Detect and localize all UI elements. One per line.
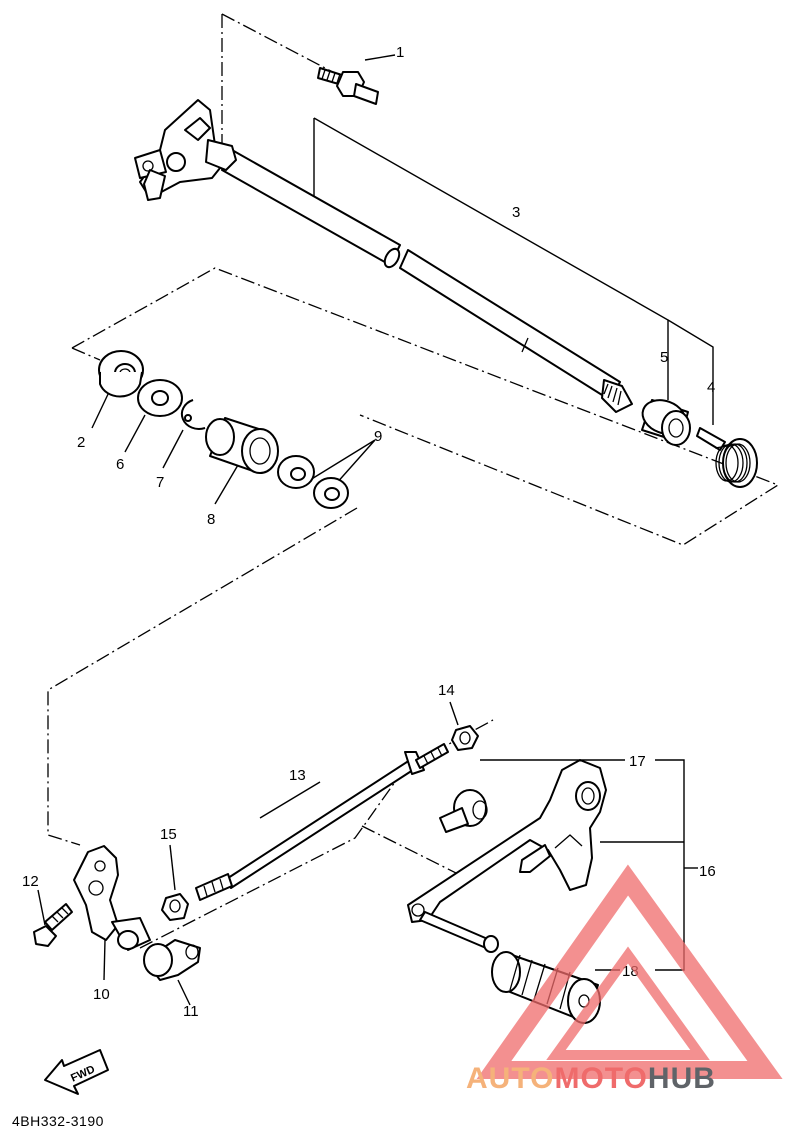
part-number-labels: 1 2 3 4 5 6 7 8 9 10 11 12 13 14 15 16 1… xyxy=(22,44,716,1020)
watermark-auto: AUTO xyxy=(466,1062,554,1095)
shift-shaft-part xyxy=(134,99,633,413)
shift-rod-part xyxy=(195,743,449,901)
torsion-spring-part xyxy=(696,427,758,488)
part-number-1: 1 xyxy=(396,44,404,61)
part-number-15: 15 xyxy=(160,826,177,843)
circlip-part xyxy=(180,399,206,430)
watermark-text: AUTOMOTOHUB xyxy=(466,1062,716,1095)
diagram-code: 4BH332-3190 xyxy=(12,1113,104,1129)
shift-pedal-part xyxy=(407,759,607,953)
collar-part xyxy=(641,399,691,446)
watermark-hub: HUB xyxy=(648,1062,716,1095)
watermark-moto: MOTO xyxy=(554,1062,647,1095)
part-number-3: 3 xyxy=(512,204,520,221)
part-number-6: 6 xyxy=(116,456,124,473)
locknut-part xyxy=(451,725,479,751)
stud-bolt-part xyxy=(317,67,379,105)
rod-joint-part xyxy=(117,930,201,981)
part-number-10: 10 xyxy=(93,986,110,1003)
part-number-2: 2 xyxy=(77,434,85,451)
watermark-triangle-icon xyxy=(476,864,783,1079)
pivot-bolt-part xyxy=(439,789,488,833)
part-number-11: 11 xyxy=(183,1003,199,1020)
part-number-7: 7 xyxy=(156,474,164,491)
part-number-17: 17 xyxy=(629,753,646,770)
washer-part xyxy=(137,379,183,417)
watermark-logo: AUTOMOTOHUB xyxy=(466,864,783,1095)
part-number-13: 13 xyxy=(289,767,306,784)
part-number-8: 8 xyxy=(207,511,215,528)
assembly-outline-lines xyxy=(47,13,780,949)
part-number-4: 4 xyxy=(707,379,715,396)
part-number-16: 16 xyxy=(699,863,716,880)
part-number-12: 12 xyxy=(22,873,39,890)
bolt-part xyxy=(33,903,73,947)
part-number-14: 14 xyxy=(438,682,455,699)
part-number-9: 9 xyxy=(374,428,382,445)
leader-lines xyxy=(37,54,714,1006)
bushing-part xyxy=(205,417,279,474)
forward-arrow-icon: FWD xyxy=(44,1049,109,1095)
bearing-part xyxy=(277,455,349,509)
nut-part xyxy=(161,893,189,921)
shift-arm-part xyxy=(73,845,151,951)
oil-seal-part xyxy=(98,350,144,398)
part-number-5: 5 xyxy=(660,349,668,366)
